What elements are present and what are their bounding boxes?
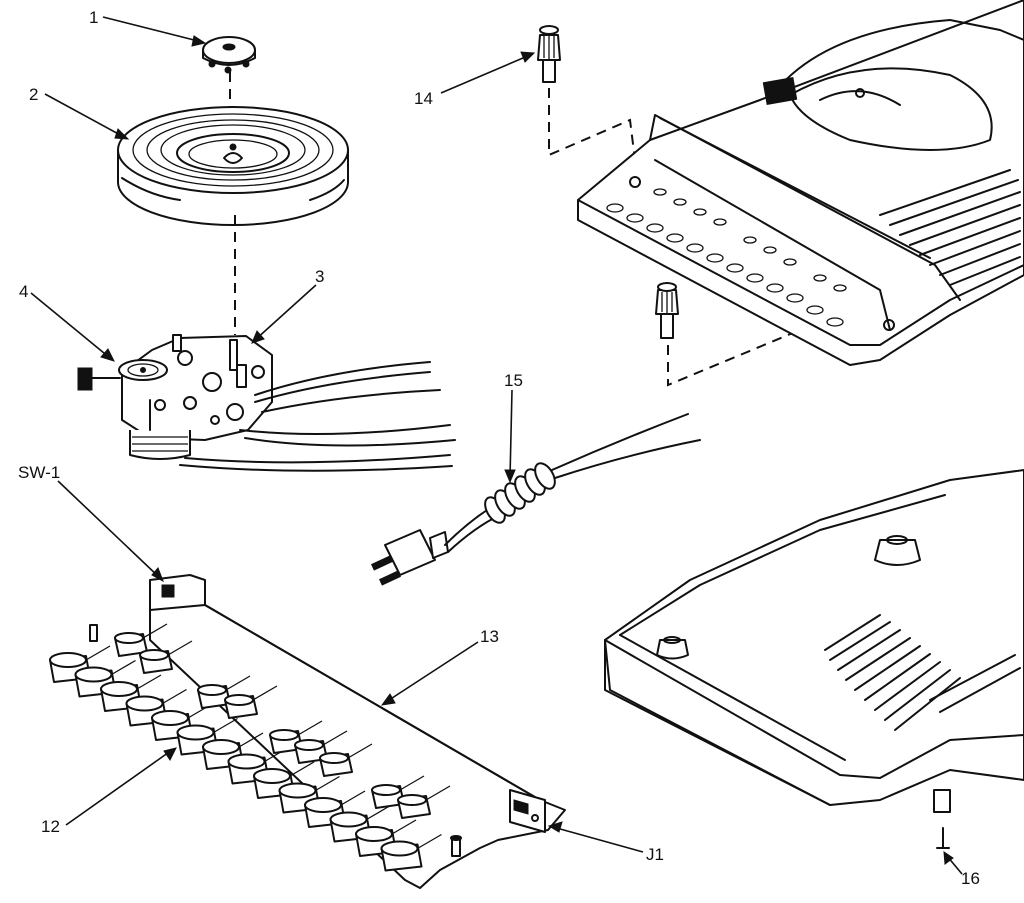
turntable-platter-icon [117, 106, 349, 226]
switch-icon [161, 584, 175, 598]
slide-key-cap [139, 640, 193, 674]
slide-key-cap [253, 761, 315, 799]
slide-key-icon [49, 623, 451, 872]
knob-icon [655, 282, 679, 339]
callout-1: 1 [89, 8, 99, 27]
screw-icon [936, 827, 950, 849]
motor-assembly-icon [121, 334, 456, 472]
slide-key-cap [380, 833, 442, 872]
callout-3: 3 [315, 267, 325, 286]
callout-16: 16 [961, 869, 980, 888]
slide-key-cap [355, 819, 417, 857]
callout-15: 15 [504, 371, 523, 390]
slide-key-cap [151, 703, 213, 741]
slide-key-cap [49, 645, 111, 683]
idler-wheel-icon [77, 359, 168, 391]
top-cabinet-icon [577, 0, 1024, 366]
callout-sw1: SW-1 [18, 463, 61, 482]
slide-key-cap [114, 623, 168, 657]
leader-lines [30, 16, 963, 875]
callout-13: 13 [480, 627, 499, 646]
spindle-cap-icon [202, 36, 256, 74]
key-panel-board-icon [89, 574, 566, 889]
callout-12: 12 [41, 817, 60, 836]
bottom-cabinet-icon [604, 469, 1024, 813]
slide-key-cap [224, 685, 278, 719]
callout-2: 2 [29, 85, 39, 104]
callout-4: 4 [19, 282, 29, 301]
slide-key-cap [397, 785, 451, 819]
slide-key-cap [371, 775, 425, 809]
slide-key-cap [319, 743, 373, 777]
power-cord-icon [371, 413, 701, 586]
callout-j1: J1 [646, 845, 664, 864]
strain-relief-icon [484, 462, 556, 524]
slide-key-cap [294, 730, 348, 764]
callout-14: 14 [414, 89, 433, 108]
knob-icon [537, 25, 561, 83]
